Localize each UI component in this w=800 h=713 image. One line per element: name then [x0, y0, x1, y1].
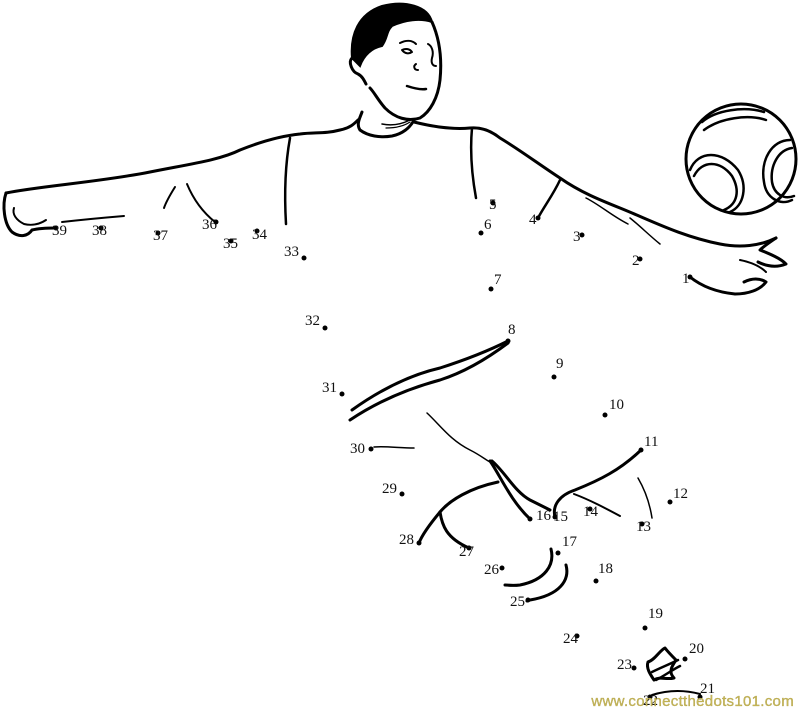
dot-38[interactable] — [98, 225, 104, 231]
dot-21[interactable] — [697, 694, 703, 700]
dot-label-10: 10 — [609, 397, 624, 413]
dot-label-13: 13 — [636, 519, 651, 535]
dot-label-22: 22 — [643, 693, 658, 709]
dot-label-38: 38 — [92, 223, 107, 239]
dot-label-11: 11 — [644, 434, 659, 450]
dot-label-35: 35 — [223, 236, 238, 252]
left-arm — [2, 191, 125, 238]
dot-37[interactable] — [155, 230, 161, 236]
dot-20[interactable] — [682, 656, 688, 662]
dot-label-36: 36 — [202, 217, 217, 233]
dot-32[interactable] — [322, 325, 328, 331]
dot-label-34: 34 — [252, 227, 267, 243]
dot-label-28: 28 — [399, 532, 414, 548]
dot-label-16: 16 — [536, 508, 551, 524]
dot-1[interactable] — [687, 274, 693, 280]
dot-15[interactable] — [552, 514, 558, 520]
dot-13[interactable] — [639, 521, 645, 527]
dot-label-25: 25 — [510, 594, 525, 610]
dot-label-18: 18 — [598, 561, 613, 577]
dot-23[interactable] — [631, 665, 637, 671]
dot-27[interactable] — [466, 545, 472, 551]
dot-label-23: 23 — [617, 657, 632, 673]
dot-label-6: 6 — [484, 217, 492, 233]
dot-17[interactable] — [555, 550, 561, 556]
dot-2[interactable] — [637, 256, 643, 262]
dot-14[interactable] — [587, 506, 593, 512]
dot-28[interactable] — [416, 540, 422, 546]
dot-label-39: 39 — [52, 223, 67, 239]
dot-3[interactable] — [579, 232, 585, 238]
dot-label-29: 29 — [382, 481, 397, 497]
dot-11[interactable] — [638, 447, 644, 453]
dot-label-7: 7 — [494, 272, 502, 288]
dot-label-17: 17 — [562, 534, 577, 550]
dot-12[interactable] — [667, 499, 673, 505]
dot-label-31: 31 — [322, 380, 337, 396]
dot-26[interactable] — [499, 565, 505, 571]
hair-shape — [350, 2, 434, 68]
dot-label-27: 27 — [459, 544, 474, 560]
soccer-ball — [684, 102, 798, 216]
dot-label-37: 37 — [153, 228, 168, 244]
dot-25[interactable] — [525, 597, 531, 603]
dot-label-21: 21 — [700, 681, 715, 697]
dot-label-20: 20 — [689, 641, 704, 657]
dot-label-8: 8 — [508, 322, 516, 338]
dot-label-9: 9 — [556, 356, 564, 372]
dot-label-19: 19 — [648, 606, 663, 622]
dot-label-5: 5 — [489, 197, 497, 213]
dot-label-1: 1 — [682, 271, 690, 287]
dot-18[interactable] — [593, 578, 599, 584]
dot-label-12: 12 — [673, 486, 688, 502]
site-watermark: www.connectthedots101.com — [591, 693, 794, 710]
dot-label-4: 4 — [529, 212, 537, 228]
dot-4[interactable] — [535, 215, 541, 221]
dot-9[interactable] — [551, 374, 557, 380]
dot-label-24: 24 — [563, 631, 578, 647]
dot-8[interactable] — [505, 338, 511, 344]
dot-36[interactable] — [213, 219, 219, 225]
dot-16[interactable] — [527, 516, 533, 522]
dot-label-14: 14 — [583, 504, 598, 520]
dot-label-2: 2 — [632, 253, 640, 269]
dot-30[interactable] — [368, 446, 374, 452]
dot-31[interactable] — [339, 391, 345, 397]
dot-33[interactable] — [301, 255, 307, 261]
dot-6[interactable] — [478, 230, 484, 236]
dot-label-26: 26 — [484, 562, 499, 578]
dot-34[interactable] — [254, 228, 260, 234]
dot-29[interactable] — [399, 491, 405, 497]
dot-24[interactable] — [574, 633, 580, 639]
dot-label-33: 33 — [284, 244, 299, 260]
dot-7[interactable] — [488, 286, 494, 292]
dot-10[interactable] — [602, 412, 608, 418]
player-torso — [4, 118, 778, 248]
dot-label-32: 32 — [305, 313, 320, 329]
dot-19[interactable] — [642, 625, 648, 631]
dot-label-3: 3 — [573, 229, 581, 245]
dot-35[interactable] — [228, 238, 234, 244]
dot-label-30: 30 — [350, 441, 365, 457]
dot-label-15: 15 — [553, 509, 568, 525]
dot-39[interactable] — [53, 225, 59, 231]
dot-5[interactable] — [490, 200, 496, 206]
right-arm — [585, 197, 788, 296]
dot-22[interactable] — [647, 694, 653, 700]
